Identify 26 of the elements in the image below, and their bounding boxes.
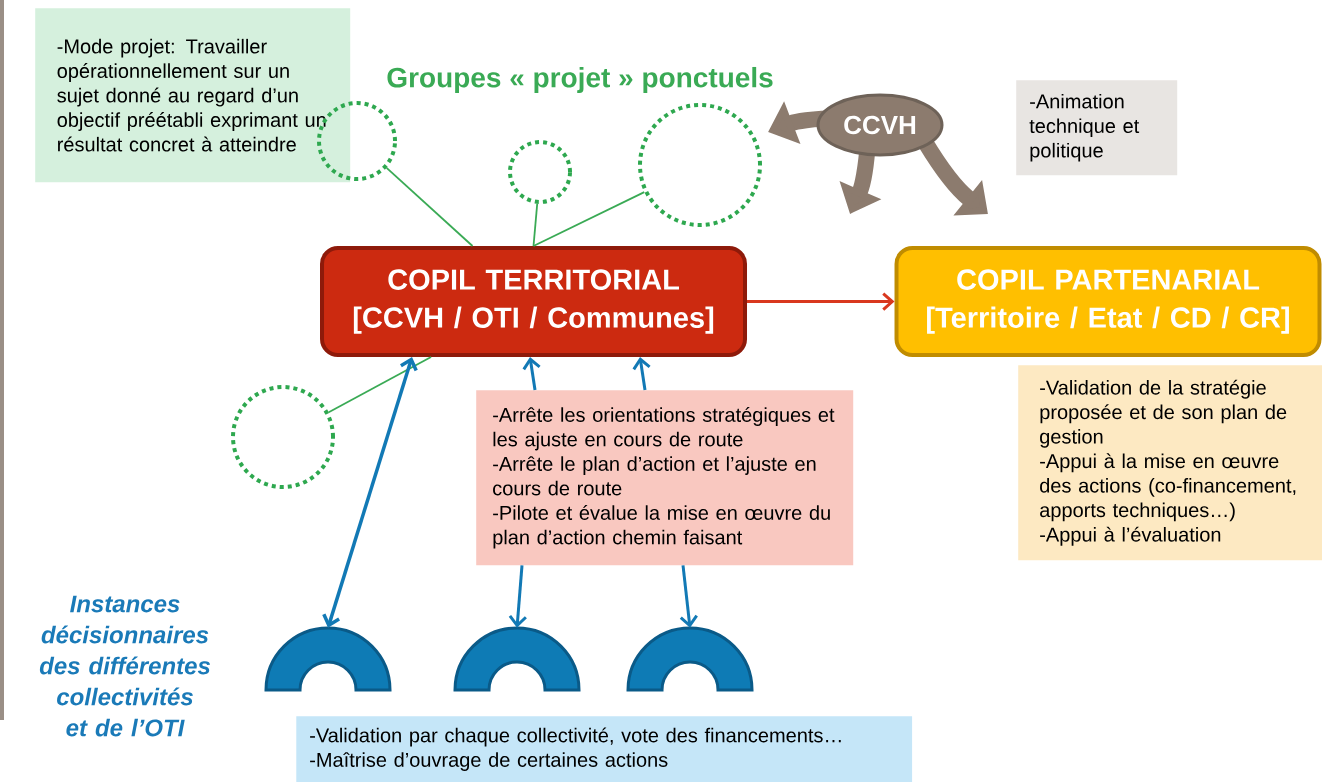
note-box: -Animation technique et politique	[1016, 80, 1178, 176]
arrow	[522, 357, 541, 391]
dotted-circle	[638, 103, 762, 227]
dotted-circle	[231, 385, 335, 489]
connector-line	[532, 191, 646, 247]
arch-shape	[453, 626, 581, 692]
heading-text: Groupes « projet » ponctuels	[387, 66, 773, 94]
committee-box: COPIL PARTENARIAL [Territoire / Etat / CD / CR]	[894, 246, 1322, 357]
connector-line	[327, 356, 432, 414]
connector-line	[385, 167, 474, 247]
arrow	[679, 565, 698, 628]
ellipse-node: CCVH	[816, 93, 944, 157]
note-box: -Validation par chaque collectivité, vote des financements… -Maîtrise d’ouvrage de certaines actions	[296, 716, 913, 782]
note-box: -Validation de la stratégie proposée et de son plan de gestion -Appui à la mise en œuvre des actions (co-financement, apports techniques…) -Appui à l’évaluation	[1018, 365, 1322, 561]
dotted-circle	[508, 140, 572, 204]
arrow	[508, 565, 527, 628]
committee-box: COPIL TERRITORIAL [CCVH / OTI / Communes]	[320, 246, 747, 357]
arch-shape	[626, 626, 754, 692]
arrow	[322, 357, 418, 628]
note-box: -Arrête les orientations stratégiques et les ajuste en cours de route -Arrête le plan d’action et l’ajuste en cours de route -Pilote et évalue la mise en œuvre du plan d’action chemin faisant	[476, 390, 854, 566]
arrow	[747, 292, 895, 311]
arrow	[632, 357, 651, 391]
arch-shape	[264, 626, 392, 692]
note-box: -Mode projet: Travailler opérationnellement sur un sujet donné au regard d’un objectif préétabli exprimant un résultat concret à atteindre	[35, 8, 351, 183]
caption-text: Instances décisionnaires des différentes collectivités et de l’OTI	[39, 595, 210, 737]
connector-line	[532, 203, 539, 247]
